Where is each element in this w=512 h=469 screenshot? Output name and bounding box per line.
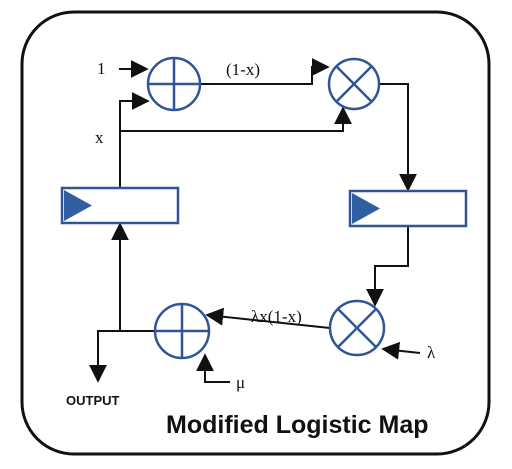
connections — [89, 58, 421, 383]
label-output: OUTPUT — [66, 393, 120, 408]
diagram-title: Modified Logistic Map — [166, 411, 429, 439]
edge-to-output — [89, 330, 120, 383]
diagram-frame — [20, 10, 491, 456]
delay-left — [60, 186, 180, 225]
edge-delay-left-to-adder-top — [119, 92, 150, 188]
multiplier-top — [327, 57, 381, 111]
adder-bottom — [153, 302, 211, 360]
multiplier-bottom — [328, 299, 386, 357]
label-input-one: 1 — [97, 59, 106, 78]
label-lambda-term: λx(1-x) — [251, 307, 302, 326]
label-input-x: x — [95, 128, 104, 147]
delay-right — [348, 189, 468, 228]
edge-x-to-multiplier-top — [120, 106, 352, 132]
label-one-minus-x: (1-x) — [226, 60, 260, 79]
edge-multiplier-top-to-delay-right — [379, 83, 417, 192]
edge-adder-top-to-multiplier-top — [201, 58, 330, 85]
edge-adder-bottom-to-delay-left — [111, 222, 154, 332]
delay-triangle-icon — [64, 190, 92, 221]
edge-delay-right-to-multiplier-bottom — [366, 226, 409, 307]
edge-multiplier-bottom-to-adder-bottom — [205, 307, 331, 329]
edge-mu-to-adder-bottom — [196, 353, 230, 383]
delay-triangle-icon — [352, 193, 380, 224]
label-mu: μ — [236, 373, 245, 392]
edge-lambda-to-multiplier-bottom — [381, 341, 421, 360]
adder-top — [146, 56, 202, 112]
label-lambda: λ — [427, 343, 436, 362]
